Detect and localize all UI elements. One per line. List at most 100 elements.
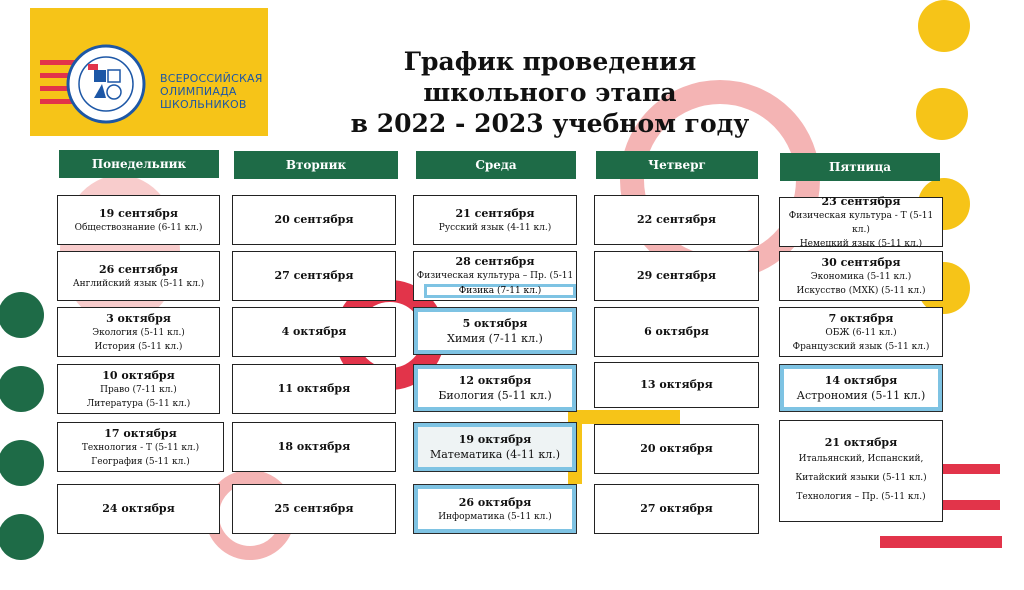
- cell-subject: Астрономия (5-11 кл.): [796, 389, 926, 402]
- schedule-cell-wednesday-highlighted: 5 октября Химия (7-11 кл.): [413, 307, 577, 355]
- cell-subject: ОБЖ (6-11 кл.): [825, 327, 897, 338]
- schedule-cell-friday: 21 октября Итальянский, Испанский, Китай…: [779, 420, 943, 522]
- schedule-cell-tuesday: 18 октября: [232, 422, 396, 472]
- cell-date: 28 сентября: [455, 255, 535, 268]
- schedule-cell-wednesday-highlighted: 19 октября Математика (4-11 кл.): [413, 422, 577, 472]
- cell-subject: Экология (5-11 кл.): [92, 327, 185, 338]
- schedule-cell-monday: 19 сентября Обществознание (6-11 кл.): [57, 195, 220, 245]
- schedule-cell-thursday: 20 октября: [594, 424, 759, 474]
- cell-date: 5 октября: [462, 317, 528, 330]
- cell-date: 10 октября: [102, 368, 175, 382]
- cell-date: 22 сентября: [637, 213, 716, 226]
- cell-subject: Химия (7-11 кл.): [447, 332, 543, 345]
- schedule-cell-wednesday-highlighted: 12 октября Биология (5-11 кл.): [413, 364, 577, 412]
- schedule-cell-tuesday: 20 сентября: [232, 195, 396, 245]
- cell-subject: Китайский языки (5-11 кл.): [795, 473, 927, 483]
- cell-date: 26 сентября: [99, 262, 178, 276]
- logo-line: ВСЕРОССИЙСКАЯ: [160, 72, 263, 85]
- schedule-cell-monday: 3 октября Экология (5-11 кл.) История (5…: [57, 307, 220, 357]
- cell-date: 13 октября: [640, 378, 713, 391]
- cell-date: 12 октября: [458, 374, 532, 387]
- day-header-friday: Пятница: [780, 153, 940, 181]
- cell-subject: Немецкий язык (5-11 кл.): [799, 238, 923, 249]
- day-header-tuesday: Вторник: [234, 151, 398, 179]
- decor-green-dot-4: [0, 514, 44, 560]
- olympiad-emblem-icon: [66, 44, 146, 124]
- schedule-cell-thursday: 13 октября: [594, 362, 759, 408]
- schedule-cell-wednesday-highlighted: 26 октября Информатика (5-11 кл.): [413, 484, 577, 534]
- cell-subject: Математика (4-11 кл.): [429, 448, 561, 461]
- cell-subject: Литература (5-11 кл.): [86, 398, 191, 409]
- schedule-cell-thursday: 29 сентября: [594, 251, 759, 301]
- cell-subject: Русский язык (4-11 кл.): [438, 222, 552, 233]
- cell-subject: История (5-11 кл.): [94, 341, 183, 352]
- day-header-wednesday: Среда: [416, 151, 576, 179]
- cell-subject: Право (7-11 кл.): [100, 384, 177, 395]
- schedule-cell-monday: 26 сентября Английский язык (5-11 кл.): [57, 251, 220, 301]
- cell-date: 23 сентября: [821, 194, 901, 208]
- cell-subject: Биология (5-11 кл.): [438, 389, 552, 402]
- cell-date: 26 октября: [458, 495, 532, 509]
- decor-red-bar-1: [940, 464, 1000, 474]
- cell-date: 18 октября: [277, 440, 351, 453]
- cell-date: 25 сентября: [274, 502, 354, 515]
- decor-yellow-dot-2: [916, 88, 968, 140]
- schedule-cell-tuesday: 25 сентября: [232, 484, 396, 534]
- day-header-monday: Понедельник: [59, 150, 219, 178]
- cell-subject: Технология - Т (5-11 кл.): [81, 442, 200, 453]
- cell-date: 14 октября: [824, 374, 898, 387]
- schedule-cell-thursday: 27 октября: [594, 484, 759, 534]
- cell-subject: Итальянский, Испанский,: [798, 454, 924, 464]
- decor-green-dot-1: [0, 292, 44, 338]
- logo-line: ШКОЛЬНИКОВ: [160, 98, 247, 111]
- schedule-cell-tuesday: 11 октября: [232, 364, 396, 414]
- cell-date: 7 октября: [828, 311, 894, 325]
- decor-red-bar-3: [880, 536, 1002, 548]
- schedule-cell-thursday: 22 сентября: [594, 195, 759, 245]
- cell-subject: Технология – Пр. (5-11 кл.): [796, 492, 926, 502]
- schedule-cell-tuesday: 27 сентября: [232, 251, 396, 301]
- cell-date: 27 октября: [640, 502, 713, 515]
- cell-date: 27 сентября: [274, 269, 354, 282]
- cell-date: 17 октября: [104, 426, 177, 440]
- page-title: График проведения школьного этапа в 2022…: [330, 46, 770, 139]
- decor-green-dot-2: [0, 366, 44, 412]
- cell-subject: Французский язык (5-11 кл.): [792, 341, 930, 352]
- cell-subject: Экономика (5-11 кл.): [810, 271, 912, 282]
- cell-date: 20 сентября: [274, 213, 354, 226]
- decor-yellow-cross-h: [568, 410, 680, 424]
- schedule-cell-friday: 23 сентября Физическая культура - Т (5-1…: [779, 194, 943, 249]
- schedule-cell-friday-highlighted: 14 октября Астрономия (5-11 кл.): [779, 364, 943, 412]
- cell-date: 21 сентября: [455, 206, 535, 220]
- day-header-thursday: Четверг: [596, 151, 758, 179]
- decor-green-dot-3: [0, 440, 44, 486]
- logo-text: ВСЕРОССИЙСКАЯ ОЛИМПИАДА ШКОЛЬНИКОВ: [160, 72, 263, 111]
- cell-subject: Английский язык (5-11 кл.): [72, 278, 205, 289]
- title-line: График проведения: [403, 47, 697, 76]
- cell-date: 19 сентября: [99, 206, 178, 220]
- cell-date: 24 октября: [102, 502, 175, 515]
- schedule-cell-friday: 7 октября ОБЖ (6-11 кл.) Французский язы…: [779, 307, 943, 357]
- schedule-cell-friday: 30 сентября Экономика (5-11 кл.) Искусст…: [779, 251, 943, 301]
- decor-red-bar-2: [940, 500, 1000, 510]
- cell-subject: Информатика (5-11 кл.): [438, 511, 552, 522]
- cell-subject: Физическая культура - Т (5-11 кл.): [788, 210, 934, 235]
- schedule-cell-monday: 24 октября: [57, 484, 220, 534]
- logo-line: ОЛИМПИАДА: [160, 85, 237, 98]
- title-line: в 2022 - 2023 учебном году: [350, 109, 750, 138]
- schedule-cell-wednesday: 21 сентября Русский язык (4-11 кл.): [413, 195, 577, 245]
- decor-yellow-dot-1: [918, 0, 970, 52]
- cell-date: 11 октября: [277, 382, 351, 395]
- title-line: школьного этапа: [423, 78, 677, 107]
- schedule-cell-tuesday: 4 октября: [232, 307, 396, 357]
- cell-date: 20 октября: [640, 442, 713, 455]
- cell-subject: Искусство (МХК) (5-11 кл.): [796, 285, 926, 296]
- cell-subject: Обществознание (6-11 кл.): [74, 222, 203, 233]
- schedule-cell-thursday: 6 октября: [594, 307, 759, 357]
- cell-date: 4 октября: [281, 325, 347, 338]
- cell-date: 21 октября: [824, 436, 898, 449]
- cell-date: 19 октября: [458, 433, 532, 446]
- cell-subject: География (5-11 кл.): [91, 456, 190, 467]
- cell-date: 3 октября: [106, 311, 171, 325]
- cell-date: 30 сентября: [821, 255, 901, 269]
